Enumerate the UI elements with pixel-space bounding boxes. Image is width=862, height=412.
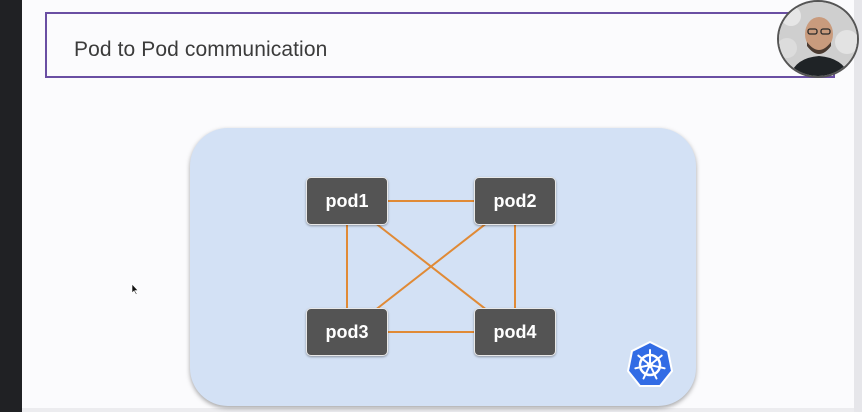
- slide-title: Pod to Pod communication: [74, 38, 328, 61]
- bottom-strip: [22, 408, 854, 412]
- presenter-image: [779, 2, 857, 76]
- pod4-node: pod4: [474, 308, 556, 356]
- presenter-avatar: [777, 0, 859, 78]
- pod2-node: pod2: [474, 177, 556, 225]
- pod1-node: pod1: [306, 177, 388, 225]
- left-dark-bar: [0, 0, 22, 412]
- cluster-box: [190, 128, 696, 406]
- mouse-cursor-icon: [131, 284, 139, 295]
- right-scroll-strip: [854, 0, 862, 412]
- pod3-node: pod3: [306, 308, 388, 356]
- slide-title-box: Pod to Pod communication: [45, 12, 835, 78]
- kubernetes-logo-icon: [627, 341, 673, 387]
